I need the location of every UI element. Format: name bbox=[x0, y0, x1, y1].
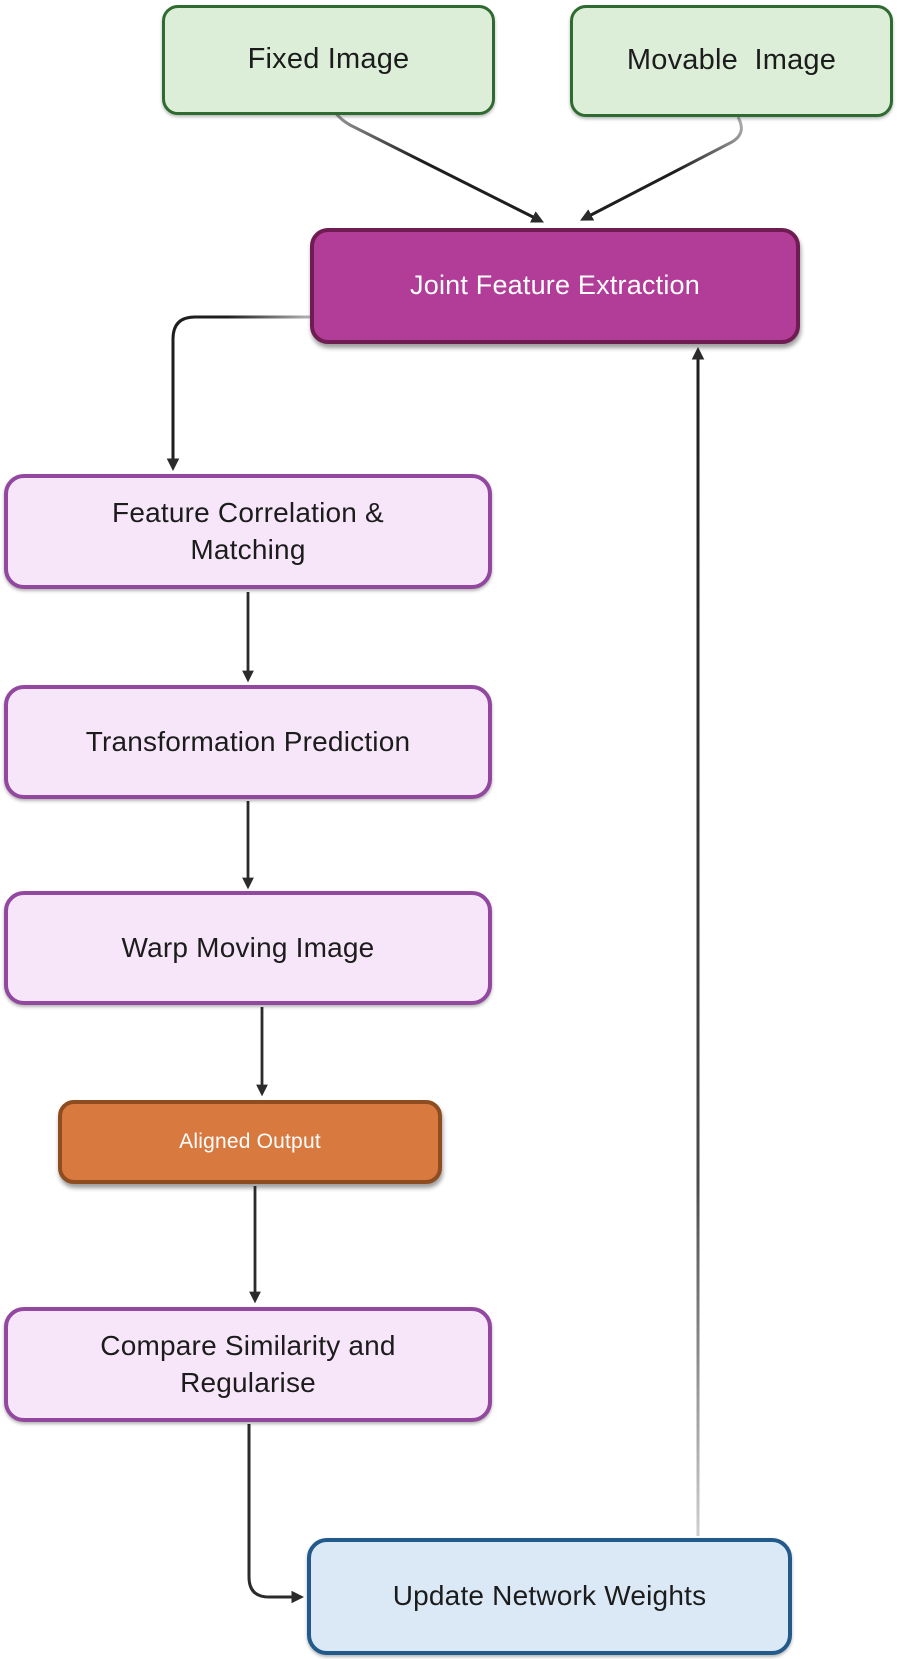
node-update-network-weights-label: Update Network Weights bbox=[392, 1580, 707, 1612]
node-aligned-output: Aligned Output bbox=[58, 1100, 442, 1184]
node-warp-moving-image: Warp Moving Image bbox=[4, 891, 492, 1005]
node-compare-similarity-regularise: Compare Similarity and Regularise bbox=[4, 1307, 492, 1422]
node-feature-correlation-matching: Feature Correlation & Matching bbox=[4, 474, 492, 589]
node-fixed-image: Fixed Image bbox=[162, 5, 495, 115]
node-update-network-weights: Update Network Weights bbox=[307, 1538, 792, 1655]
node-movable-image-label: Movable Image bbox=[626, 44, 837, 77]
arrow-joint-to-feature-correlation bbox=[166, 315, 310, 472]
node-transformation-prediction-label: Transformation Prediction bbox=[85, 725, 411, 757]
node-warp-moving-image-label: Warp Moving Image bbox=[121, 931, 375, 963]
node-transformation-prediction: Transformation Prediction bbox=[4, 685, 492, 799]
node-fixed-image-label: Fixed Image bbox=[247, 43, 410, 76]
arrow-fixed-to-joint bbox=[326, 98, 545, 223]
node-compare-similarity-regularise-label: Compare Similarity and Regularise bbox=[100, 1330, 396, 1398]
node-joint-feature-extraction-label: Joint Feature Extraction bbox=[410, 270, 700, 301]
node-aligned-output-label: Aligned Output bbox=[179, 1130, 321, 1154]
node-feature-correlation-matching-label: Feature Correlation & Matching bbox=[112, 497, 384, 565]
arrow-compare-to-update-weights bbox=[247, 1424, 305, 1604]
node-joint-feature-extraction: Joint Feature Extraction bbox=[310, 228, 800, 344]
node-movable-image: Movable Image bbox=[570, 5, 893, 117]
arrow-movable-to-joint bbox=[580, 116, 743, 221]
